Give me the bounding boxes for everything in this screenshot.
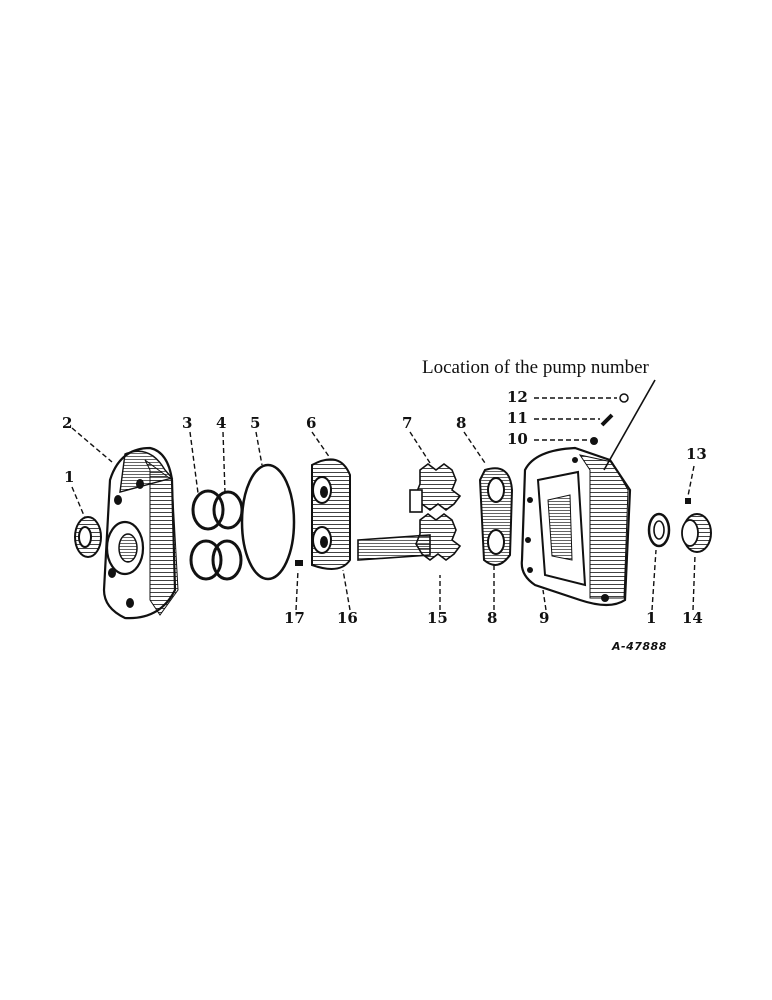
drive-shaft-part — [357, 513, 462, 561]
callout-9: 9 — [539, 609, 550, 627]
callout-2: 2 — [62, 414, 73, 432]
o-ring-part — [240, 463, 296, 581]
drawing-code: A-47888 — [612, 640, 667, 653]
pin-part — [295, 560, 303, 566]
callout-12: 12 — [507, 388, 528, 406]
pump-number-pointer — [603, 379, 656, 471]
seal-rings-parts — [189, 489, 244, 581]
driven-gear-part — [409, 463, 462, 513]
callout-13: 13 — [686, 445, 707, 463]
front-cover-part — [102, 446, 179, 620]
leader-lines — [71, 397, 696, 611]
seal-part — [681, 498, 712, 553]
callout-15: 15 — [427, 609, 448, 627]
callout-16: 16 — [337, 609, 358, 627]
pump-body-part — [520, 446, 632, 607]
callout-1-right: 1 — [646, 609, 657, 627]
callout-7: 7 — [402, 414, 413, 432]
bushing-block-part — [311, 458, 351, 570]
callout-8-bottom: 8 — [487, 609, 498, 627]
callout-10: 10 — [507, 430, 528, 448]
callout-4: 4 — [216, 414, 227, 432]
wear-plate-part — [478, 467, 514, 566]
bearing-part — [74, 516, 102, 558]
right-bearing-part — [647, 512, 671, 548]
callout-1: 1 — [64, 468, 75, 486]
callout-14: 14 — [682, 609, 703, 627]
callout-6: 6 — [306, 414, 317, 432]
caption-text: Location of the pump number — [422, 357, 649, 378]
callout-3: 3 — [182, 414, 193, 432]
callout-5: 5 — [250, 414, 261, 432]
callout-17: 17 — [284, 609, 305, 627]
callout-11: 11 — [507, 409, 528, 427]
small-fasteners — [590, 393, 629, 445]
callout-8-top: 8 — [456, 414, 467, 432]
